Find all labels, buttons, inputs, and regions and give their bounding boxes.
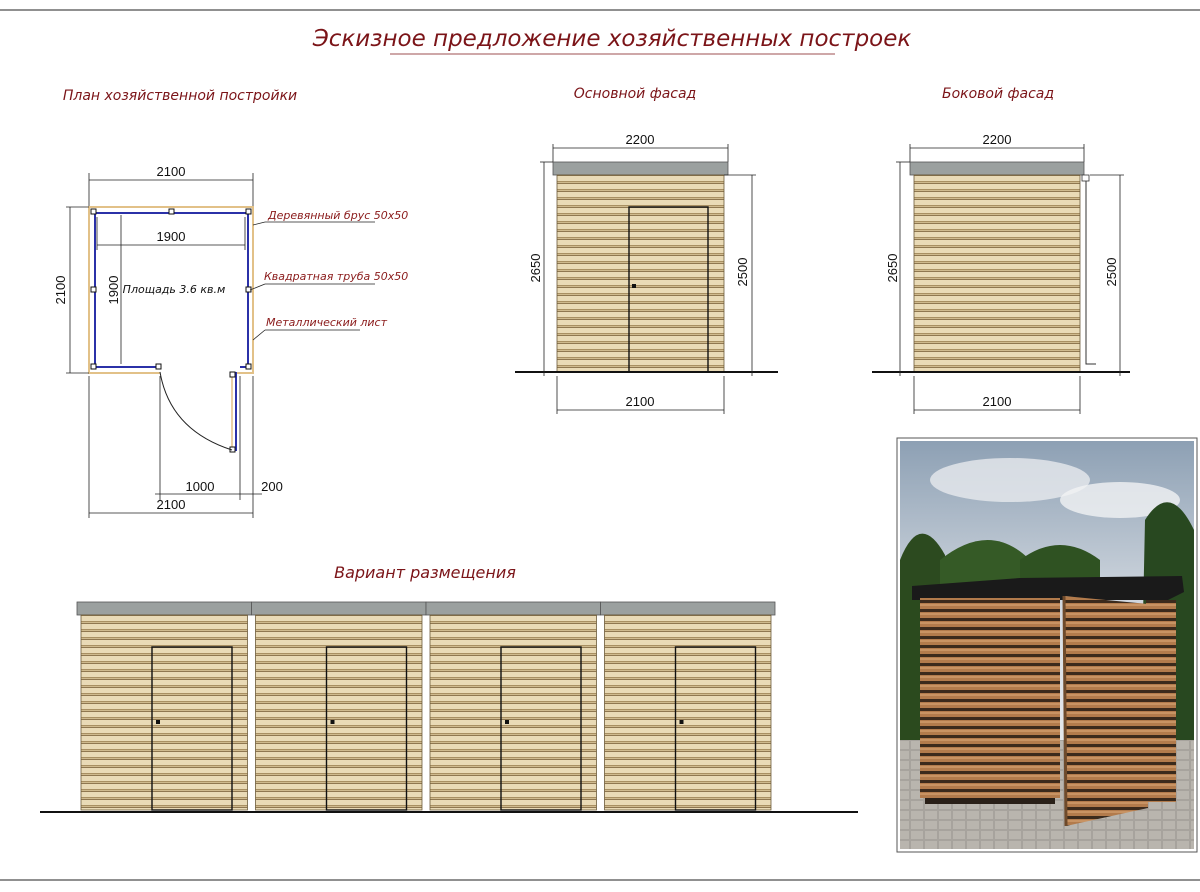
side-dim-bottom: 2100 <box>983 394 1012 409</box>
placement-shed-unit <box>76 601 252 811</box>
side-dim-left: 2650 <box>885 254 900 283</box>
placement-roof <box>76 601 252 616</box>
placement-view: Вариант размещения <box>40 563 858 813</box>
placement-door-handle <box>505 720 509 724</box>
placement-door-handle <box>679 720 684 724</box>
front-dim-top: 2200 <box>626 132 655 147</box>
placement-door <box>325 646 408 811</box>
placement-door <box>151 646 233 811</box>
plan-area-label: Площадь 3.6 кв.м <box>123 283 226 296</box>
plan-view: План хозяйственной постройки 2100 1900 <box>53 88 408 518</box>
side-dim-top: 2200 <box>983 132 1012 147</box>
front-roof <box>552 161 729 176</box>
plan-dim-inner: 1900 <box>157 229 186 244</box>
side-facade-title: Боковой фасад <box>942 86 1054 102</box>
front-door-handle <box>632 284 636 288</box>
plan-dim-top: 2100 <box>157 164 186 179</box>
placement-shed-unit <box>425 601 601 811</box>
reference-photo <box>896 437 1198 853</box>
side-dim-right: 2500 <box>1104 258 1119 287</box>
note-wooden-beam: Деревянный брус 50х50 <box>267 209 408 222</box>
placement-roof <box>600 601 776 616</box>
plan-dim-door: 1000 <box>186 479 215 494</box>
side-cladding <box>913 174 1081 373</box>
side-downpipe <box>1085 358 1096 365</box>
side-roof <box>909 161 1085 176</box>
placement-shed-unit <box>251 601 427 811</box>
front-facade-title: Основной фасад <box>574 86 696 102</box>
plan-dim-left: 2100 <box>53 276 68 305</box>
plan-door-swing-arc <box>159 371 233 451</box>
front-dim-right: 2500 <box>735 258 750 287</box>
placement-door-handle <box>156 720 160 724</box>
placement-cladding <box>604 614 772 811</box>
plan-title: План хозяйственной постройки <box>63 88 297 104</box>
front-dim-left: 2650 <box>528 254 543 283</box>
front-cladding <box>556 174 725 373</box>
plan-dim-inner-vertical: 1900 <box>106 276 121 305</box>
sheet-title: Эскизное предложение хозяйственных постр… <box>312 26 912 52</box>
plan-dim-side: 200 <box>261 479 283 494</box>
note-square-pipe: Квадратная труба 50х50 <box>264 270 408 283</box>
placement-door <box>674 646 757 811</box>
placement-title: Вариант размещения <box>334 563 516 582</box>
placement-cladding <box>255 614 423 811</box>
note-metal-sheet: Металлический лист <box>266 316 388 329</box>
front-dim-bottom: 2100 <box>626 394 655 409</box>
side-facade: Боковой фасад 2200 2650 2500 2100 <box>872 86 1130 414</box>
placement-roof <box>251 601 427 616</box>
placement-roof <box>425 601 601 616</box>
placement-cladding <box>429 614 597 811</box>
placement-door <box>500 646 582 811</box>
placement-door-handle <box>330 720 335 724</box>
placement-cladding <box>80 614 248 811</box>
front-facade: Основной фасад 2200 2650 2500 2100 <box>515 86 778 414</box>
placement-shed-unit <box>600 601 776 811</box>
plan-dim-bottom: 2100 <box>157 497 186 512</box>
